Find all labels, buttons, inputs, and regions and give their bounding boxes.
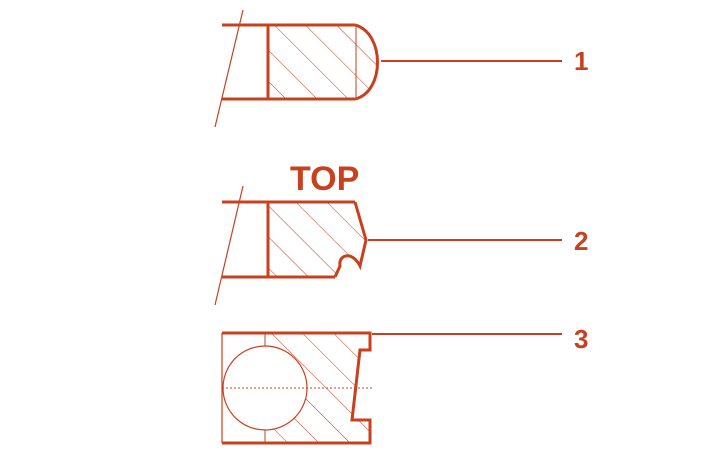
ring-2-section: 2 <box>214 185 588 306</box>
callout-number-1: 1 <box>574 46 588 76</box>
top-label: TOP <box>290 160 359 198</box>
ring-2-hatch <box>268 202 366 277</box>
ring-1-section: 1 <box>214 9 588 128</box>
ring-1-hatch <box>268 25 378 99</box>
callout-number-2: 2 <box>574 226 588 256</box>
ring-1-cylinder-wall-line <box>214 9 244 128</box>
callout-number-3: 3 <box>574 324 588 354</box>
ring-2-cylinder-wall-line <box>214 185 244 306</box>
ring-3-section: 3 <box>221 324 588 445</box>
